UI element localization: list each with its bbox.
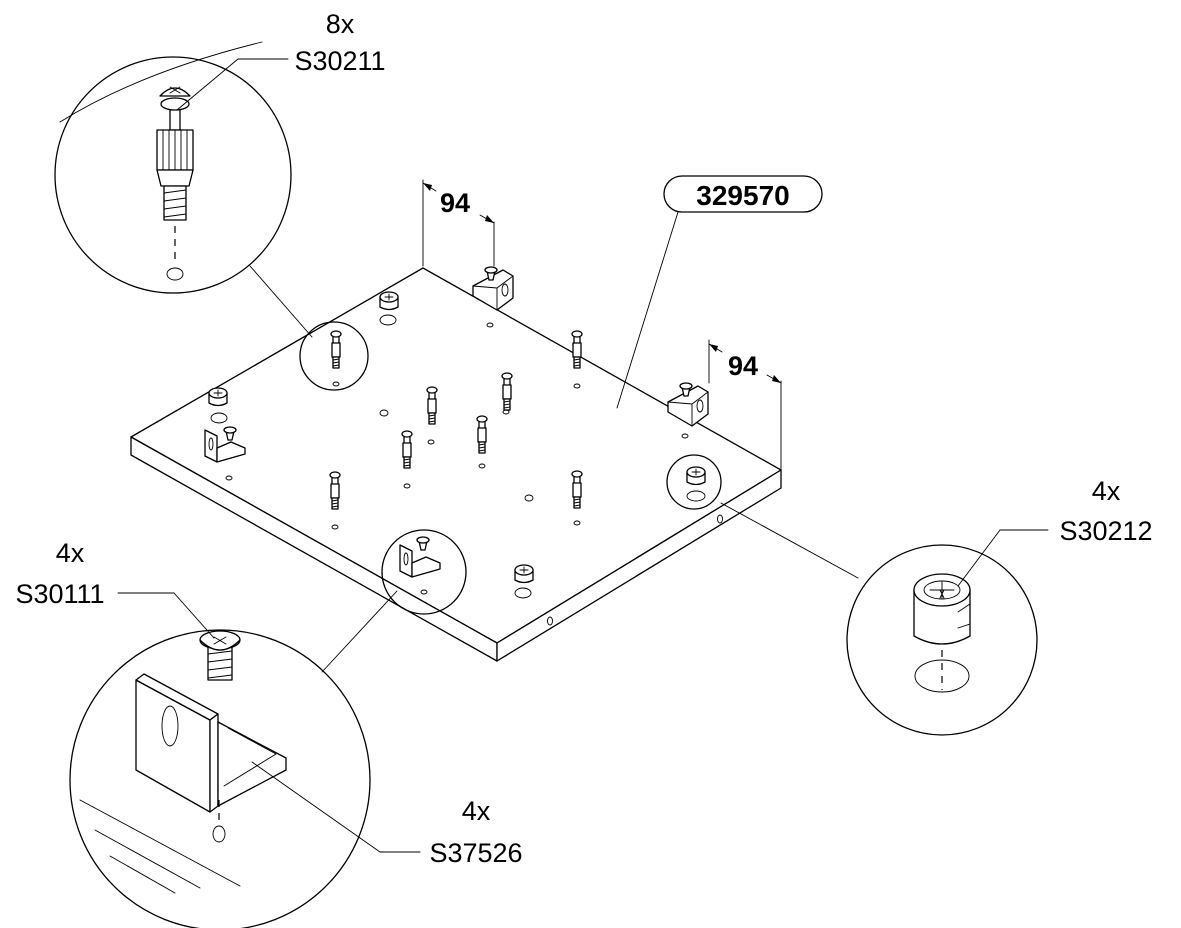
detail-cam-lock: 4x S30212 [846,476,1153,736]
dimension-label-top-left: 94 [440,188,470,218]
cam-bolts-on-panel [329,330,583,510]
dimension-94-right: 94 [708,339,782,471]
cam-lock-part-number: S30212 [1059,516,1152,546]
screw-part-number: S30111 [15,579,104,609]
cam-bolt-part-number: S30211 [294,46,385,76]
cam-bolt-on-panel [426,386,438,425]
cam-locks-on-panel [208,291,706,584]
detail-bracket-screw: 4x S30111 4x S37526 [15,538,523,928]
part-number: 329570 [696,180,789,211]
dimension-label-right: 94 [728,351,758,381]
cam-bolt-on-panel [571,330,583,369]
cam-bolt-on-panel [476,415,488,454]
detail-cam-bolt: 8x S30211 [54,9,386,294]
detail-leader-lines [249,265,859,673]
dimension-94-top-left: 94 [422,179,495,267]
cam-bolt-on-panel [330,330,342,369]
cam-bolt-on-panel [501,372,513,411]
brackets-on-panel [204,266,709,578]
panel-holes [210,314,706,599]
panel-detail-circles [299,321,722,615]
cam-bolt-quantity: 8x [326,9,355,39]
bracket-part-number: S37526 [429,838,522,868]
panel-part-label: 329570 [616,175,823,409]
cam-bolt-on-panel [329,471,341,510]
panel-329570 [130,267,782,662]
cam-bolt-on-panel [571,470,583,509]
cam-lock-quantity: 4x [1092,476,1121,506]
cam-bolt-on-panel [401,430,413,469]
screw-quantity: 4x [56,538,85,568]
bracket-quantity: 4x [462,796,491,826]
